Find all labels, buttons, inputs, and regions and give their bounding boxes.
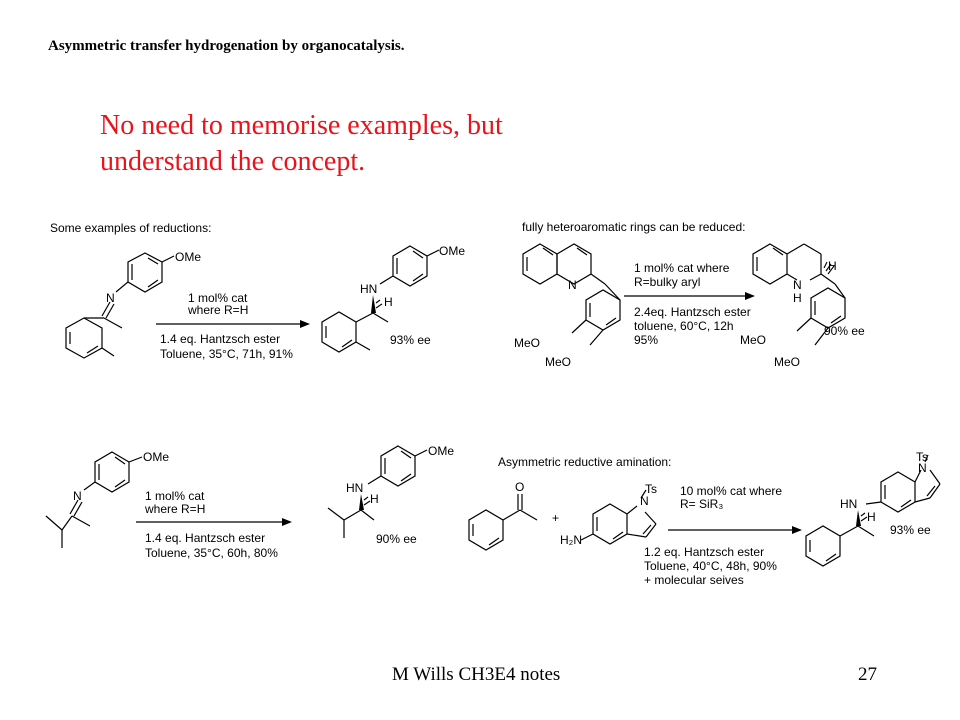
product-4-stereo-h: H [867, 510, 876, 524]
conditions-3-above-1: 1 mol% cat [145, 489, 205, 503]
note-line-2: understand the concept. [100, 146, 366, 177]
product-1-stereo-h: H [384, 295, 393, 309]
product-2-ome-a: MeO [740, 333, 766, 347]
reactant-plus: + [552, 511, 559, 525]
reactant-4b-structure [580, 489, 657, 545]
product-2-ee: 90% ee [824, 324, 865, 338]
conditions-2-below-2: toluene, 60°C, 12h [634, 319, 734, 333]
product-2-ring-n: N [793, 278, 802, 292]
product-3-amine: HN [346, 481, 363, 495]
product-1-ee: 93% ee [390, 333, 431, 347]
conditions-1-below-2: Toluene, 35°C, 71h, 91% [160, 347, 293, 361]
reactant-2-ome-a: MeO [514, 336, 540, 350]
product-2-ome-b: MeO [774, 355, 800, 369]
heading-heteroaromatic: fully heteroaromatic rings can be reduce… [522, 220, 745, 234]
conditions-3-above-2: where R=H [144, 502, 205, 516]
product-3-structure [327, 445, 428, 538]
conditions-4-below-3: + molecular seives [644, 573, 744, 587]
conditions-4-above-2: R= SiR₃ [680, 497, 723, 511]
scheme-top-right: fully heteroaromatic rings can be reduce… [514, 220, 865, 369]
reactant-4b-tosyl: Ts [645, 482, 657, 496]
product-4-indole-n: N [918, 461, 927, 475]
reactant-3-imine-n: N [73, 489, 82, 503]
conditions-4-below-1: 1.2 eq. Hantzsch ester [644, 545, 764, 559]
scheme-top-left: Some examples of reductions: OMe N 1 mol… [50, 221, 465, 361]
product-4-structure [805, 454, 941, 567]
reactant-4b-amine: H₂N [560, 533, 582, 547]
reactant-4a-carbonyl-o: O [515, 480, 524, 494]
arrow-2 [624, 292, 755, 300]
conditions-4-below-2: Toluene, 40°C, 48h, 90% [644, 559, 777, 573]
product-2-ring-nh: H [793, 291, 802, 305]
product-4-tosyl: Ts [916, 450, 928, 464]
arrow-1 [156, 320, 310, 328]
product-3-methoxy: OMe [428, 444, 454, 458]
product-2-stereo-h: H [828, 259, 837, 273]
reactant-2-structure [522, 243, 621, 346]
reactant-1-imine-n: N [106, 291, 115, 305]
reactant-1-methoxy: OMe [175, 250, 201, 264]
conditions-2-below-3: 95% [634, 333, 658, 347]
reactant-4a-structure [468, 494, 538, 551]
conditions-2-above-2: R=bulky aryl [634, 275, 700, 289]
reactant-4b-indole-n: N [640, 494, 649, 508]
arrow-4 [668, 526, 802, 534]
conditions-1-above-2: where R=H [187, 303, 248, 317]
product-1-methoxy: OMe [439, 244, 465, 258]
footer-page-number: 27 [858, 664, 877, 685]
reactant-1-structure [65, 252, 175, 359]
conditions-2-below-1: 2.4eq. Hantzsch ester [634, 305, 751, 319]
arrow-3 [136, 518, 292, 526]
heading-reductions: Some examples of reductions: [50, 221, 211, 235]
conditions-1-above-1: 1 mol% cat [188, 291, 248, 305]
product-4-amine: HN [840, 497, 857, 511]
conditions-3-below-1: 1.4 eq. Hantzsch ester [145, 531, 265, 545]
conditions-3-below-2: Toluene, 35°C, 60h, 80% [145, 546, 278, 560]
reactant-2-ome-b: MeO [545, 355, 571, 369]
conditions-2-above-1: 1 mol% cat where [634, 261, 730, 275]
footer-course-label: M Wills CH3E4 notes [392, 664, 561, 685]
product-1-structure [321, 245, 440, 353]
reactant-3-structure [45, 451, 143, 548]
slide-title: Asymmetric transfer hydrogenation by org… [48, 38, 405, 54]
product-4-ee: 93% ee [890, 523, 931, 537]
heading-reductive-amination: Asymmetric reductive amination: [498, 455, 671, 469]
note-line-1: No need to memorise examples, but [100, 110, 503, 141]
product-1-amine: HN [360, 282, 377, 296]
product-3-stereo-h: H [370, 492, 379, 506]
reactant-3-methoxy: OMe [143, 450, 169, 464]
scheme-bottom-right: Asymmetric reductive amination: O + Ts N [468, 450, 941, 587]
conditions-1-below-1: 1.4 eq. Hantzsch ester [160, 332, 280, 346]
product-2-structure [752, 243, 846, 346]
scheme-bottom-left: OMe N 1 mol% cat where R=H 1.4 eq. Hantz… [45, 444, 454, 560]
product-3-ee: 90% ee [376, 532, 417, 546]
conditions-4-above-1: 10 mol% cat where [680, 484, 782, 498]
reactant-2-ring-n: N [568, 278, 577, 292]
